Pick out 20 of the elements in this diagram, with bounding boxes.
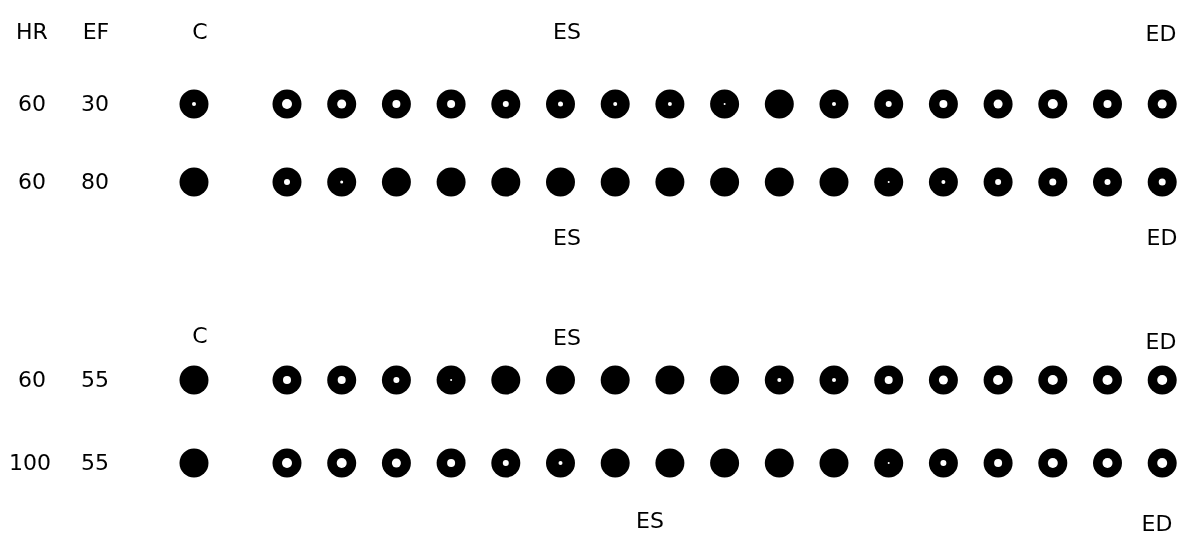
row-value: 55 <box>81 452 109 474</box>
row-value: 60 <box>18 171 46 193</box>
row-value: 30 <box>81 93 109 115</box>
row-value: 55 <box>81 369 109 391</box>
column-header: HR <box>16 21 48 43</box>
position-label: ES <box>553 21 581 43</box>
position-label: ES <box>553 327 581 349</box>
row-value: 80 <box>81 171 109 193</box>
position-label: ES <box>553 227 581 249</box>
position-label: ED <box>1146 227 1178 249</box>
row-value: 60 <box>18 93 46 115</box>
row-value: 60 <box>18 369 46 391</box>
column-header: EF <box>82 21 110 43</box>
position-label: C <box>192 325 208 347</box>
position-label: C <box>192 21 208 43</box>
position-label: ED <box>1141 513 1173 535</box>
position-label: ED <box>1145 23 1177 45</box>
position-label: ES <box>636 510 664 532</box>
position-label: ED <box>1145 331 1177 353</box>
row-value: 100 <box>9 452 51 474</box>
